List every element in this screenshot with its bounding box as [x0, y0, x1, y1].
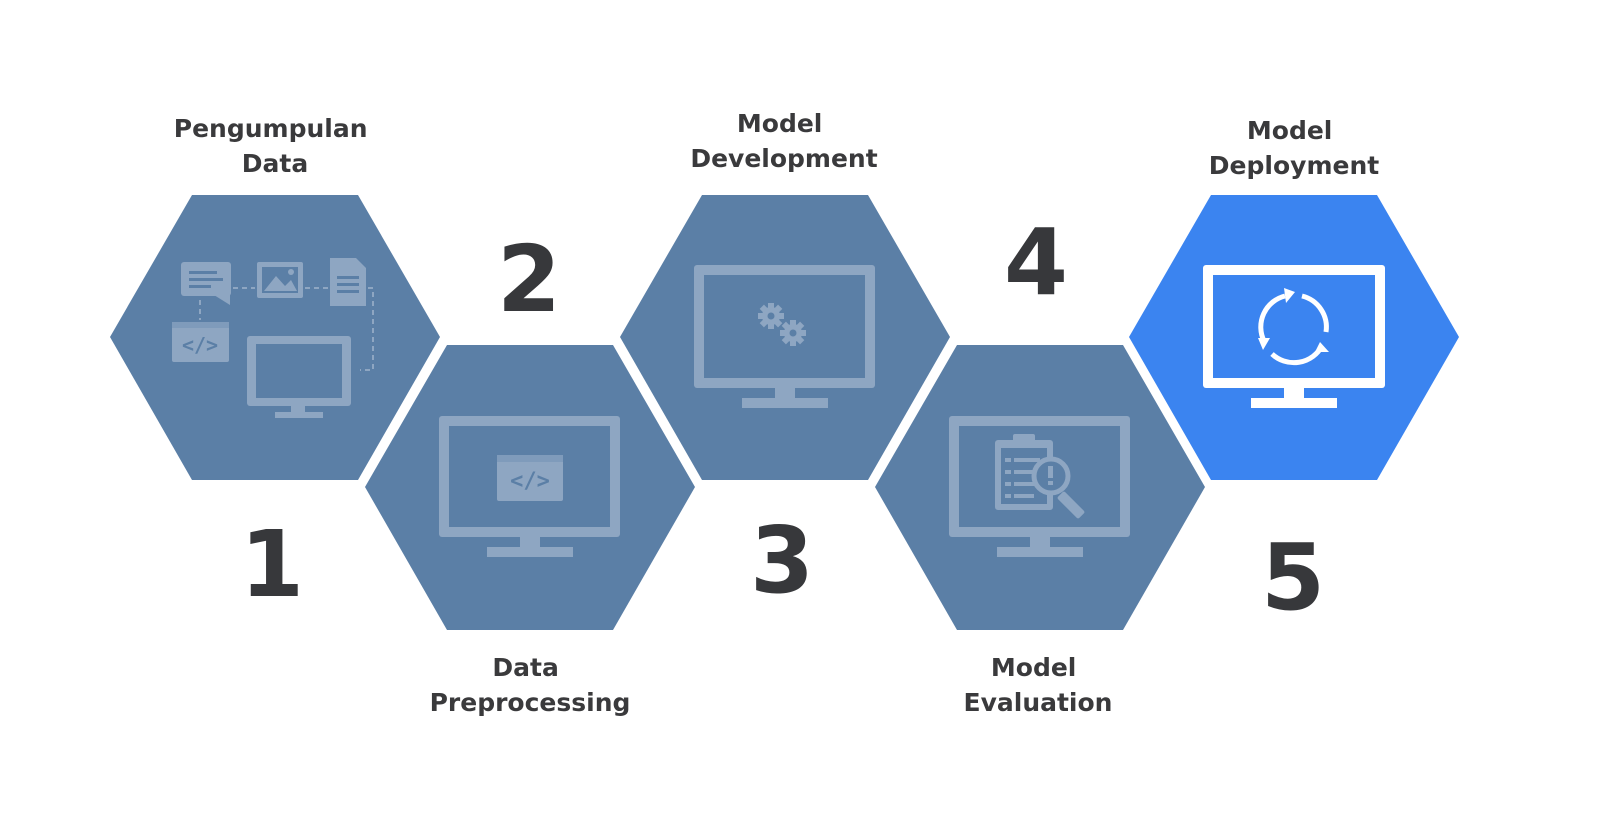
step-1-number: 1 [240, 511, 304, 618]
step-5-number: 5 [1261, 524, 1325, 631]
step-3-label: Model Development [690, 109, 877, 173]
step-4 [875, 345, 1205, 630]
svg-text:</>: </> [182, 333, 218, 357]
step-5 [1129, 195, 1459, 480]
step-4-label: Model Evaluation [964, 653, 1113, 717]
step-1: </> [110, 195, 440, 480]
step-1-label: Pengumpulan Data [174, 114, 376, 178]
step-2: </> [365, 345, 695, 630]
step-4-number: 4 [1004, 209, 1068, 316]
code-monitor-icon: </> [439, 416, 620, 557]
gears-monitor-icon [694, 265, 875, 408]
svg-text:</>: </> [510, 469, 550, 494]
refresh-monitor-icon [1203, 265, 1385, 408]
step-2-number: 2 [497, 226, 561, 333]
step-5-label: Model Deployment [1209, 116, 1379, 180]
clipboard-search-monitor-icon [949, 416, 1130, 557]
step-3-number: 3 [750, 507, 814, 614]
step-2-label: Data Preprocessing [430, 653, 631, 717]
step-3 [620, 195, 950, 480]
data-collection-icon: </> [172, 258, 374, 418]
